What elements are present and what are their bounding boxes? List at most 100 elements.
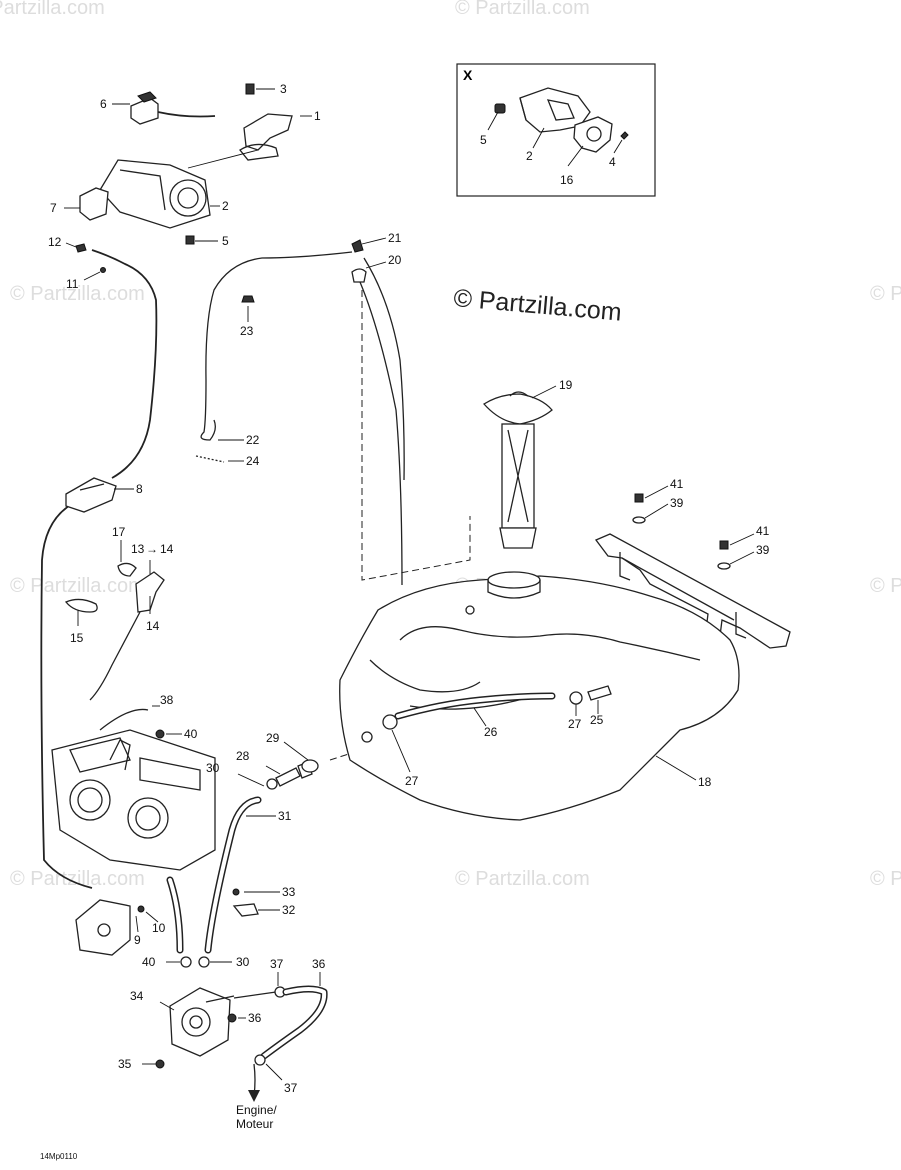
callout-39b: 39 [756, 543, 770, 557]
callout-32: 32 [282, 903, 296, 917]
callout-22: 22 [246, 433, 260, 447]
callout-24: 24 [246, 454, 260, 468]
callout-3: 3 [280, 82, 287, 96]
part-8-connector [65, 477, 117, 513]
part-41-nut-icon [719, 540, 729, 550]
part-11-nut-icon [100, 267, 106, 273]
part-17-clamp-icon [117, 562, 137, 577]
watermark-faint: © Partzilla.com [870, 575, 901, 597]
inset-bushing-icon [494, 103, 506, 114]
pump-outlet-line [233, 991, 277, 999]
callout-41a: 41 [670, 477, 684, 491]
figure-code: 14Mp0110 [40, 1152, 78, 1161]
callout-14a: 14 [160, 542, 174, 556]
callout-20: 20 [388, 253, 402, 267]
watermark-faint: © Partzilla.com [10, 868, 145, 890]
callout-7: 7 [50, 201, 57, 215]
callout-39a: 39 [670, 496, 684, 510]
callout-26: 26 [484, 725, 498, 739]
part-bracket-rail [594, 533, 791, 649]
part-30-clamp-icon [198, 956, 210, 968]
callout-x16: 16 [560, 173, 574, 187]
part-27-clamp-icon [382, 714, 398, 730]
watermark-faint: © Partzilla.com [10, 283, 145, 305]
part-28-fitting [266, 759, 319, 790]
arrow-down-icon [248, 1090, 260, 1102]
callout-35: 35 [118, 1057, 132, 1071]
part-20-vent-line [359, 281, 403, 586]
part-29-grommet-icon [301, 759, 319, 773]
part-25-fitting-icon [587, 685, 612, 701]
callout-1: 1 [314, 109, 321, 123]
part-23-clip-icon [241, 295, 255, 303]
watermark-faint: © Partzilla.com [0, 0, 105, 19]
part-27-clamp-icon [569, 691, 583, 705]
callout-38: 38 [160, 693, 174, 707]
part-21-fitting [351, 239, 367, 283]
callout-30a: 30 [206, 761, 220, 775]
callout-41b: 41 [756, 524, 770, 538]
inset-frame [456, 63, 656, 197]
callout-8: 8 [136, 482, 143, 496]
part-15-tie-icon [64, 598, 98, 613]
callout-30b: 30 [236, 955, 250, 969]
part-35-screw-icon [155, 1059, 165, 1069]
callout-11: 11 [66, 277, 79, 291]
arrow-13-14: → [146, 542, 158, 556]
callout-28: 28 [236, 749, 250, 763]
part-39-washer-icon [632, 516, 646, 524]
part-33-screw-icon [232, 888, 240, 896]
part-36-screw-icon [227, 1013, 237, 1023]
part-5-bushing-icon [185, 235, 195, 245]
callout-6: 6 [100, 97, 107, 111]
callout-15: 15 [70, 631, 84, 645]
callout-2: 2 [222, 199, 229, 213]
callout-x2: 2 [526, 149, 533, 163]
part-22-vent-line [200, 251, 353, 441]
watermark-faint: © Partzilla.com [455, 868, 590, 890]
callout-36a: 36 [248, 1011, 262, 1025]
callout-40a: 40 [184, 727, 198, 741]
part-10-screw-icon [137, 905, 145, 913]
callout-36b: 36 [312, 957, 326, 971]
callout-27b: 27 [405, 774, 419, 788]
callout-14b: 14 [146, 619, 160, 633]
part-32-clip-icon [232, 903, 259, 917]
callout-9: 9 [134, 933, 141, 947]
inset-gasket [573, 116, 613, 153]
callout-12: 12 [48, 235, 62, 249]
part-3-screw-icon [245, 83, 255, 95]
watermark-faint: © Partzilla.com [455, 0, 590, 19]
inset-label: X [463, 67, 473, 83]
inset-x: X 5 2 16 4 [456, 63, 656, 197]
part-1-lever [239, 83, 293, 161]
callout-34: 34 [130, 989, 144, 1003]
callout-33: 33 [282, 885, 296, 899]
callout-18: 18 [698, 775, 712, 789]
callout-17: 17 [112, 525, 126, 539]
callout-10: 10 [152, 921, 166, 935]
engine-label-line1: Engine/ [236, 1103, 277, 1117]
watermark-faint: © Partzilla.com [870, 283, 901, 305]
part-30-clamp-icon [266, 778, 278, 790]
watermark-main: © Partzilla.com [452, 284, 622, 327]
part-7-cover [79, 187, 109, 221]
callout-25: 25 [590, 713, 604, 727]
carburetor-assembly [51, 708, 216, 871]
part-41-nut-icon [634, 493, 644, 503]
part-39-washer-icon [717, 562, 731, 570]
part-19-fuel-gauge [483, 391, 553, 549]
part-12-grommet-icon [75, 243, 87, 253]
part-40-clamp-icon [155, 729, 165, 739]
callout-13: 13 [131, 542, 145, 556]
part-37-clamp-icon [254, 1054, 266, 1066]
watermark-faint: © Partzilla.com [10, 575, 145, 597]
watermark-faint: © Partzilla.com [870, 868, 901, 890]
callout-21: 21 [388, 231, 402, 245]
part-14-primer [89, 571, 165, 701]
callout-40b: 40 [142, 955, 156, 969]
callout-x5: 5 [480, 133, 487, 147]
engine-label-line2: Moteur [236, 1117, 273, 1131]
callout-5: 5 [222, 234, 229, 248]
